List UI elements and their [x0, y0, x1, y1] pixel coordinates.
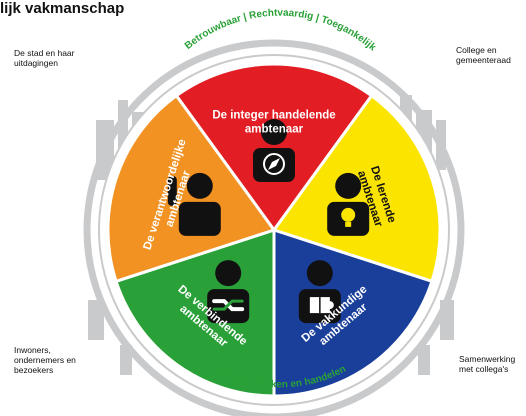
- person-figure: [327, 172, 370, 236]
- person-head: [335, 172, 362, 199]
- corner-label-council: College en gemeenteraad: [456, 45, 511, 65]
- corner-label-city: De stad en haar uitdagingen: [14, 48, 75, 68]
- skyline-building: [88, 300, 104, 340]
- segment-4: De verbindendeambtenaar: [114, 227, 276, 398]
- segment-2: De lerendeambtenaar: [271, 93, 442, 284]
- person-figure: [253, 119, 295, 182]
- person-figure: [167, 172, 221, 236]
- person-figure: [207, 260, 250, 324]
- segment-wedge: [174, 62, 374, 233]
- skyline-building: [118, 100, 128, 170]
- raised-hand-icon: [167, 175, 177, 206]
- skyline-building: [418, 345, 430, 375]
- person-head: [186, 172, 213, 199]
- ring-text-top: Betrouwbaar | Rechtvaardig | Toegankelij…: [183, 8, 378, 54]
- person-head: [261, 119, 287, 145]
- skyline-ring: [83, 39, 465, 416]
- puzzle-icon: [309, 297, 334, 314]
- corner-label-residents: Inwoners, ondernemers en bezoekers: [14, 345, 76, 375]
- segment-label-line1: De integer handelende: [212, 110, 335, 122]
- segment-3: De vakkundigeambtenaar: [272, 227, 434, 398]
- lightbulb-icon: [341, 207, 356, 227]
- person-body: [178, 201, 221, 236]
- person-head: [306, 260, 333, 287]
- handshake-icon: [212, 299, 245, 312]
- compass-icon: [263, 153, 285, 175]
- segment-5: De verantwoordelijkeambtenaar: [106, 93, 277, 284]
- person-figure: [298, 260, 341, 324]
- segment-label-line2: ambtenaar: [245, 123, 304, 135]
- person-head: [215, 260, 242, 287]
- corner-label-colleagues: Samenwerking met collega's: [459, 354, 516, 374]
- page-title: lijk vakmanschap: [0, 0, 125, 17]
